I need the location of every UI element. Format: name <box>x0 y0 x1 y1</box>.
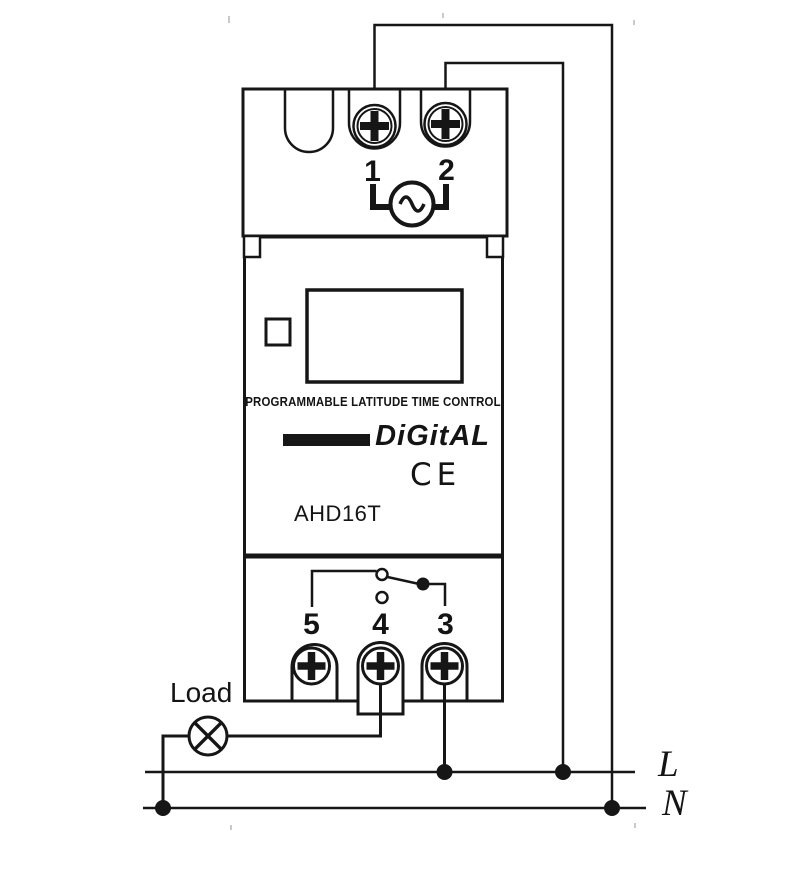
body-notch-left <box>242 234 262 259</box>
ce-mark: CE <box>410 457 462 493</box>
screw-terminal-4-icon <box>361 646 400 686</box>
relay-arm <box>387 575 418 585</box>
screw-terminal-1-icon <box>352 103 397 149</box>
top-terminal-block <box>241 87 509 238</box>
terminal-slot-1 <box>347 90 402 150</box>
supply-wire-terminal2-to-line <box>444 61 565 772</box>
wire-load-to-neutral <box>161 734 189 808</box>
empty-terminal-slot <box>283 90 335 154</box>
timer-button <box>264 317 292 347</box>
scan-artifacts <box>228 13 636 830</box>
lcd-display <box>305 288 464 384</box>
power-rails <box>143 770 646 810</box>
lamp-load-icon <box>161 715 229 808</box>
timer-body <box>242 234 505 703</box>
model-number: AHD16T <box>294 501 382 526</box>
wire-junctions <box>155 764 620 816</box>
terminal-housing-3 <box>420 642 469 701</box>
junction-icon <box>436 764 453 780</box>
junction-icon <box>155 800 171 816</box>
screw-terminal-5-icon <box>292 646 331 686</box>
line-rail-label: L <box>658 744 679 785</box>
neutral-rail-label: N <box>662 783 687 824</box>
wire-terminal4-to-load <box>227 666 382 738</box>
load-label: Load <box>170 677 233 708</box>
relay-switch-symbol <box>310 567 447 607</box>
relay-contact-open-icon <box>375 590 389 605</box>
brand-text: DiGitAL <box>375 420 490 452</box>
terminal-slot-2 <box>419 90 472 148</box>
device-caption: PROGRAMMABLE LATITUDE TIME CONTROL <box>245 394 501 409</box>
ac-source-icon <box>370 180 449 228</box>
screw-terminal-2-icon <box>423 101 468 147</box>
junction-icon <box>555 764 571 780</box>
terminal-label-4: 4 <box>372 608 389 641</box>
relay-pivot-icon <box>416 577 430 591</box>
body-notch-right <box>485 234 505 259</box>
terminal-label-2: 2 <box>438 154 455 187</box>
supply-wire-terminal1-to-neutral <box>373 23 614 808</box>
terminal-label-1: 1 <box>364 155 381 188</box>
screw-terminal-3-icon <box>425 646 464 686</box>
bottom-terminal-block <box>227 641 469 772</box>
terminal-label-5: 5 <box>303 608 320 641</box>
brand-bar <box>283 434 370 446</box>
terminal-label-3: 3 <box>437 608 454 641</box>
junction-icon <box>604 800 620 816</box>
relay-contact-open-icon <box>375 567 389 582</box>
